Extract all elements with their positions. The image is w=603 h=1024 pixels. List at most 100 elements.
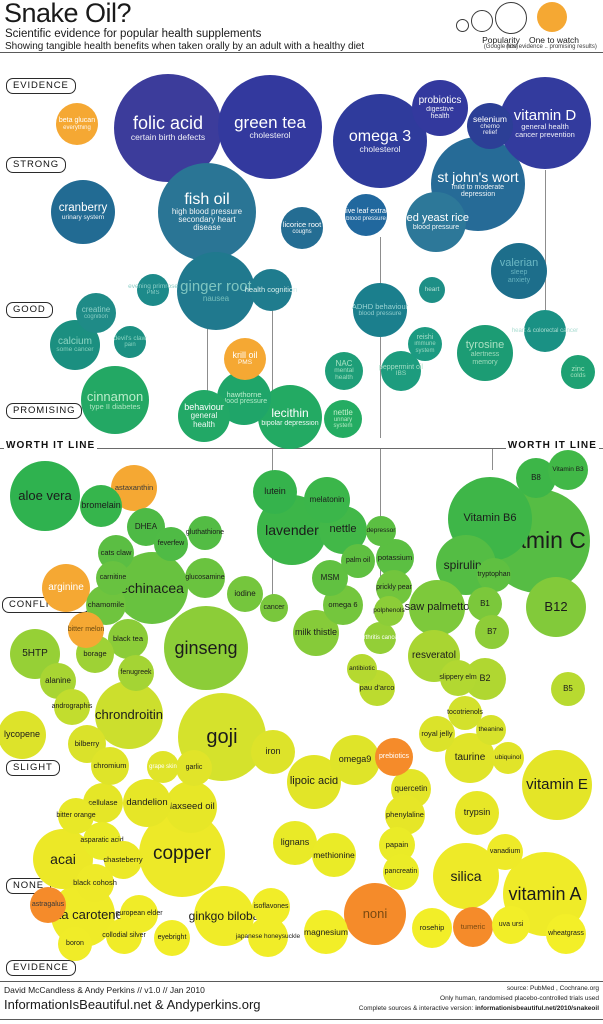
bubble-name: chrondroitin bbox=[95, 707, 163, 723]
bubble-feverfew[interactable]: feverfew bbox=[154, 527, 188, 561]
bubble-melatonin[interactable]: melatonin bbox=[304, 477, 350, 523]
bubble-andrographis[interactable]: andrographis bbox=[52, 689, 92, 725]
bubble-effect: cholesterol bbox=[249, 130, 291, 141]
bubble-ginkgo-biloba[interactable]: ginkgo biloba bbox=[189, 886, 259, 946]
bubble-astragalus[interactable]: astragalus bbox=[30, 887, 66, 923]
bubble-tryptophan[interactable]: tryptophan bbox=[477, 558, 511, 592]
bubble-wheatgrass[interactable]: wheatgrass bbox=[546, 914, 586, 954]
bubble-eyebright[interactable]: eyebright bbox=[154, 920, 190, 956]
bubble-isoflavones[interactable]: isoflavones bbox=[252, 888, 290, 926]
bubble-aloe-vera[interactable]: aloe vera bbox=[10, 461, 80, 531]
bubble-theanine[interactable]: theanine bbox=[476, 715, 506, 745]
bubble-depressor[interactable]: depressor bbox=[366, 516, 396, 546]
bubble-b5[interactable]: B5 bbox=[551, 672, 585, 706]
footer-divider-top bbox=[0, 981, 603, 982]
bubble-ginseng[interactable]: ginseng bbox=[164, 606, 248, 690]
bubble-chrondroitin[interactable]: chrondroitin bbox=[95, 681, 163, 749]
bubble-iron[interactable]: iron bbox=[251, 730, 295, 774]
bubble-health-cognition[interactable]: health cognition bbox=[245, 269, 297, 311]
bubble-prebiotics[interactable]: prebiotics bbox=[375, 738, 413, 776]
bubble-arthritis-cancer[interactable]: arthritis cancer bbox=[360, 622, 400, 654]
bubble-polphenols[interactable]: polphenols bbox=[373, 596, 405, 626]
footer-source-link[interactable]: informationisbeautiful.net/2010/snakeoil bbox=[475, 1005, 599, 1012]
bubble-uva-ursi[interactable]: uva ursi bbox=[492, 906, 530, 944]
bubble-royal-jelly[interactable]: royal jelly bbox=[419, 716, 455, 752]
bubble-cancer[interactable]: cancer bbox=[260, 594, 288, 622]
bubble-flaxseed-oil[interactable]: flaxseed oil bbox=[165, 781, 217, 833]
bubble-name: omega 6 bbox=[328, 600, 358, 610]
bubble-arginine[interactable]: arginine bbox=[42, 564, 90, 612]
bubble-magnesium[interactable]: magnesium bbox=[304, 910, 348, 954]
bubble-heart[interactable]: heart bbox=[419, 277, 445, 303]
bubble-fenugreek[interactable]: fenugreek bbox=[118, 655, 154, 691]
bubble-black-tea[interactable]: black tea bbox=[108, 619, 148, 659]
bubble-lycopene[interactable]: lycopene bbox=[0, 711, 46, 759]
bubble-slippery-elm[interactable]: slippery elm bbox=[439, 660, 477, 696]
bubble-carnitine[interactable]: carnitine bbox=[96, 561, 130, 595]
bubble-vitamin-b3[interactable]: Vitamin B3 bbox=[548, 450, 588, 490]
bubble-name: DHEA bbox=[134, 521, 158, 531]
bubble-glucosamine[interactable]: glucosamine bbox=[185, 558, 225, 598]
bubble-ubiquinol[interactable]: ubiquinol bbox=[492, 742, 524, 774]
bubble-boron[interactable]: boron bbox=[58, 927, 92, 961]
bubble-b7[interactable]: B7 bbox=[475, 615, 509, 649]
bubble-dandelion[interactable]: dandelion bbox=[123, 779, 171, 827]
bubble-palm-oil[interactable]: palm oil bbox=[341, 544, 375, 578]
bubble-heart-colorectal-cancer[interactable]: heart & colorectal cancer bbox=[512, 310, 578, 352]
bubble-gluthathione[interactable]: gluthathione bbox=[186, 516, 224, 550]
bubble-tocotrienols[interactable]: tocotrienols bbox=[447, 696, 483, 730]
bubble-lavender[interactable]: lavender bbox=[257, 495, 327, 565]
bubble-iodine[interactable]: iodine bbox=[227, 576, 263, 612]
bubble-methionine[interactable]: methionine bbox=[312, 833, 356, 877]
bubble-lignans[interactable]: lignans bbox=[273, 821, 317, 865]
bubble-grape-skin[interactable]: grape skin bbox=[147, 751, 179, 783]
bubble-chromium[interactable]: chromium bbox=[91, 747, 129, 785]
bubble-lutein[interactable]: lutein bbox=[253, 470, 297, 514]
bubble-name: arginine bbox=[48, 581, 84, 593]
bubble-noni[interactable]: noni bbox=[344, 883, 406, 945]
bubble-pancreatin[interactable]: pancreatin bbox=[383, 854, 419, 890]
bubble-collodial-silver[interactable]: collodial silver bbox=[102, 918, 146, 954]
bubble-garlic[interactable]: garlic bbox=[176, 750, 212, 786]
bubble-trypsin[interactable]: trypsin bbox=[455, 791, 499, 835]
bubble-bitter-melon[interactable]: bitter melon bbox=[68, 612, 104, 648]
bubble-bitter-orange[interactable]: bitter orange bbox=[56, 798, 96, 834]
bubble-effect: IBS bbox=[395, 370, 407, 378]
bubble-vitamin-e[interactable]: vitamin E bbox=[522, 750, 592, 820]
bubble-bromelain[interactable]: bromelain bbox=[80, 485, 122, 527]
bubble-tumeric[interactable]: tumeric bbox=[453, 907, 493, 947]
bubble-b12[interactable]: B12 bbox=[526, 577, 586, 637]
bubble-omega9[interactable]: omega9 bbox=[330, 735, 380, 785]
bubble-rosehip[interactable]: rosehip bbox=[412, 908, 452, 948]
bubble-antibiotic[interactable]: antibiotic bbox=[347, 654, 377, 684]
bubble-vanadium[interactable]: vanadium bbox=[487, 834, 523, 870]
bubble-black-cohosh[interactable]: black cohosh bbox=[73, 864, 117, 902]
bubble-saw-palmetto[interactable]: saw palmetto bbox=[405, 580, 469, 636]
